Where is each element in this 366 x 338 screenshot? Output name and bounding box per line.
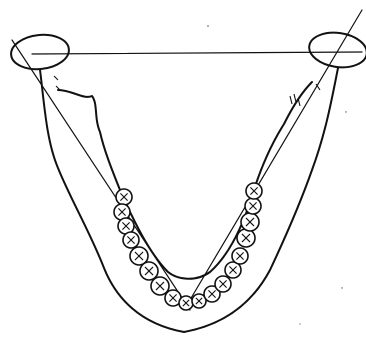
- left-condyle: [9, 32, 70, 72]
- right-condyle: [307, 29, 366, 71]
- left-diagonal-line: [12, 40, 190, 310]
- intercondylar-line: [32, 52, 362, 54]
- dental-arch: [114, 183, 262, 310]
